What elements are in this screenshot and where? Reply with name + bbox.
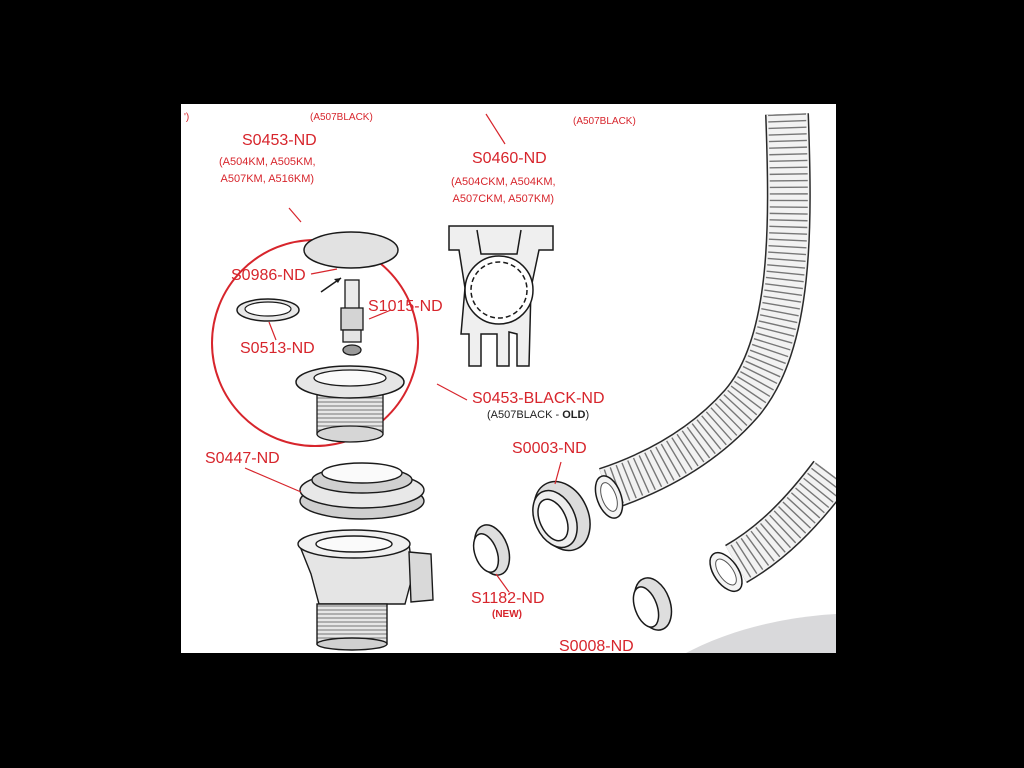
label-s0453-black-code: S0453-BLACK-ND <box>472 390 605 407</box>
cap-s0986 <box>303 231 399 269</box>
fragment-top-left: ') <box>184 112 190 123</box>
label-s0003-code: S0003-ND <box>512 440 587 457</box>
diagram-sheet: ') (A507BLACK) (A507BLACK) S0453-ND (A50… <box>181 104 836 653</box>
label-s1182-code: S1182-ND <box>471 590 545 607</box>
label-s1015-code: S1015-ND <box>368 298 443 315</box>
label-s0513-code: S0513-ND <box>240 340 315 357</box>
label-s0986-code: S0986-ND <box>231 267 306 284</box>
flange-s0453-black <box>295 365 405 443</box>
spindle-s1015 <box>340 279 364 356</box>
fragment-top-sub-right: (A507BLACK) <box>573 116 636 127</box>
background-arc <box>686 614 836 653</box>
label-s0447-code: S0447-ND <box>205 450 280 467</box>
hose-section-2 <box>709 460 836 593</box>
nut-s0003 <box>532 480 591 552</box>
flexible-hose <box>594 113 811 519</box>
label-s0460-code: S0460-ND <box>472 150 547 167</box>
label-s0008-code: S0008-ND <box>559 638 634 653</box>
parts-diagram <box>211 113 836 653</box>
ring-s0513 <box>236 298 300 322</box>
label-s1182-note: (NEW) <box>492 609 522 620</box>
label-s0453-black-note: (A507BLACK - OLD) <box>487 409 590 421</box>
label-s0453-code: S0453-ND <box>242 132 317 149</box>
washer-s1182 <box>472 524 511 576</box>
wrench-s0460 <box>448 225 554 367</box>
fragment-top-sub-left: (A507BLACK) <box>310 112 373 123</box>
label-s0453-models: (A504KM, A505KM, A507KM, A516KM) <box>219 156 316 185</box>
label-s0460-models: (A504CKM, A504KM, A507CKM, A507KM) <box>451 176 556 205</box>
body-s0447 <box>297 462 434 651</box>
washer-s0008 <box>632 577 673 631</box>
